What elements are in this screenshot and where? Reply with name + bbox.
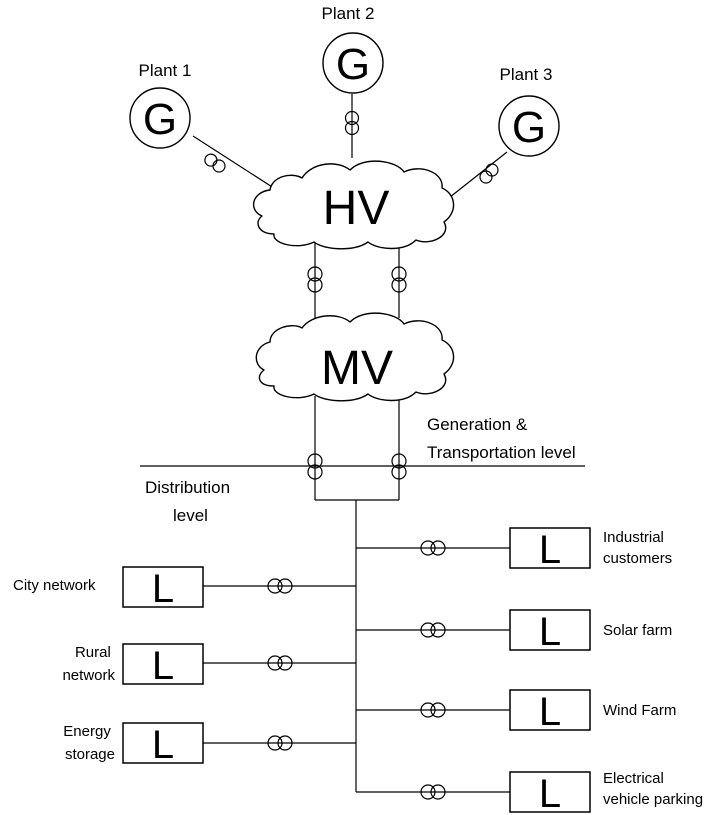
hv-network-cloud [252,160,455,250]
generator-icon [498,95,560,157]
load-label: Wind Farm [603,702,676,719]
plant-label: Plant 2 [322,4,375,23]
connection-lines [140,94,585,793]
transformer-icon [420,784,446,800]
transformer-icon [420,540,446,556]
plant-2: G Plant 2 [322,4,384,94]
plant-label: Plant 3 [500,65,553,84]
load-energy-storage: L Energy storage [63,722,204,767]
load-symbol: L [539,610,561,654]
load-box [509,609,591,651]
load-symbol: L [152,567,174,611]
load-symbol: L [152,723,174,767]
transformer-icon [267,578,293,594]
load-label: Electrical vehicle parking [603,770,703,808]
load-symbol: L [539,772,561,815]
load-symbol: L [539,528,561,572]
transformer-icon [307,453,323,480]
transformer-icon [391,453,407,480]
generator-icon [322,32,384,94]
transformer-icon [307,266,323,293]
generator-symbol: G [143,95,177,144]
generator-symbol: G [336,40,370,89]
transformer-icon [479,163,499,184]
plant-3: G Plant 3 [498,65,560,157]
load-city-network: L City network [13,566,204,611]
load-box [122,643,204,685]
mv-network-label: MV [321,342,393,395]
load-wind-farm: L Wind Farm [509,689,676,734]
load-electrical-vehicle-parking: L Electrical vehicle parking [509,770,703,815]
load-box [122,566,204,608]
generator-icon [129,87,191,149]
load-solar-farm: L Solar farm [509,609,672,654]
transformer-icon [391,266,407,293]
load-box [509,689,591,731]
transformer-icon [420,622,446,638]
plant-label: Plant 1 [139,61,192,80]
load-box [122,722,204,764]
transformer-icons [204,110,499,800]
transformer-icon [204,153,226,173]
plant-1: G Plant 1 [129,61,192,149]
mv-network-cloud [255,312,455,402]
load-label: City network [13,577,96,594]
transformer-icon [267,655,293,671]
load-label: Rural network [62,644,115,684]
load-label: Industrial customers [603,529,672,567]
transformer-icon [267,735,293,751]
load-symbol: L [152,644,174,688]
transformer-icon [420,702,446,718]
generation-transportation-level-label: Generation & Transportation level [427,415,576,462]
transformer-icon [344,110,360,136]
hv-network-label: HV [323,182,390,235]
load-industrial-customers: L Industrial customers [509,527,672,572]
load-label: Solar farm [603,622,672,639]
load-rural-network: L Rural network [62,643,204,688]
load-label: Energy storage [63,723,115,763]
load-symbol: L [539,690,561,734]
load-box [509,527,591,569]
load-box [509,771,591,813]
generator-symbol: G [512,103,546,152]
distribution-level-label: Distribution level [145,478,235,525]
